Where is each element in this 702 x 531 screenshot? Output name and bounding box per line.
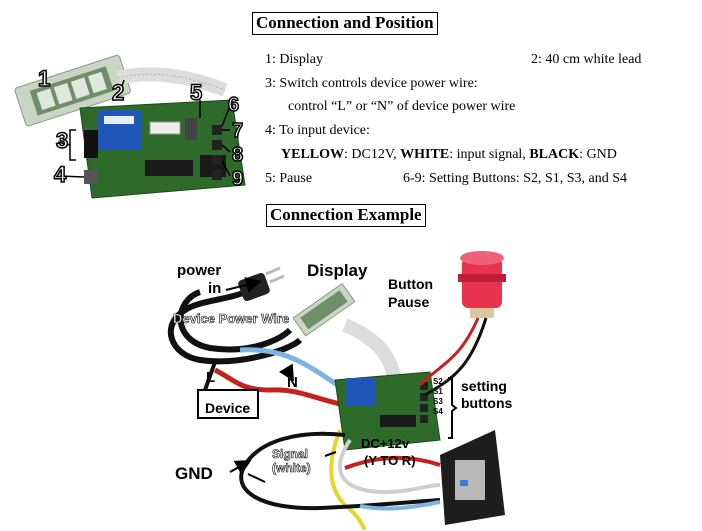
label-device-power-wire: Device Power Wire xyxy=(173,311,290,327)
legend-yellow: YELLOW xyxy=(281,147,345,162)
label-pause: Pause xyxy=(388,294,430,310)
label-signal: Signal xyxy=(272,447,309,462)
label-switch-s4: S4 xyxy=(433,407,443,416)
label-switch-s2: S2 xyxy=(433,377,443,386)
board-number-8: 8 xyxy=(231,143,244,167)
setting-button xyxy=(212,125,222,135)
label-gnd: GND xyxy=(175,464,213,483)
legend-white-value: : input signal, xyxy=(449,147,530,162)
board-number-5: 5 xyxy=(189,79,203,106)
wire-red-dc xyxy=(344,455,441,470)
display-module-small xyxy=(292,282,356,337)
label-device: Device xyxy=(205,400,251,416)
label-signal-white: (white) xyxy=(272,461,311,476)
relay-small xyxy=(345,378,375,406)
device-box xyxy=(197,389,259,419)
legend-item-4-line1: 4: To input device: xyxy=(265,123,370,138)
legend-item-1: 1: Display xyxy=(265,52,323,67)
wire-gnd xyxy=(239,431,441,511)
label-display: Display xyxy=(307,261,368,280)
label-N: N xyxy=(287,374,298,391)
legend-yellow-value: : DC12V, xyxy=(344,147,401,162)
label-L: L xyxy=(206,369,216,386)
legend-item-5: 5: Pause xyxy=(265,171,313,186)
legend-item-3-line2: control “L” or “N” of device power wire xyxy=(288,99,516,114)
wire-l xyxy=(213,367,361,411)
board-number-2: 2 xyxy=(111,79,125,106)
board-photo xyxy=(14,54,246,199)
board-number-9: 9 xyxy=(231,167,244,191)
legend-item-4-line2: YELLOW: DC12V, WHITE: input signal, BLAC… xyxy=(281,147,617,163)
legend-item-2: 2: 40 cm white lead xyxy=(531,52,642,67)
label-switch-s3: S3 xyxy=(433,397,443,406)
board-number-4: 4 xyxy=(53,161,67,188)
legend-black-value: : GND xyxy=(579,147,617,162)
label-power-in: in xyxy=(208,280,222,297)
title-connection-position: Connection and Position xyxy=(252,12,438,35)
legend-item-6-9: 6-9: Setting Buttons: S2, S1, S3, and S4 xyxy=(403,171,628,186)
board-number-7: 7 xyxy=(231,119,244,143)
label-power: power xyxy=(177,262,222,279)
label-switch-s1: S1 xyxy=(433,387,443,396)
label-y-to-r: (Y TO R) xyxy=(364,453,416,468)
board-number-1: 1 xyxy=(37,65,51,92)
ribbon-cable xyxy=(116,67,228,97)
switch xyxy=(84,130,98,158)
label-setting: setting xyxy=(461,378,507,394)
board-number-6: 6 xyxy=(227,93,240,117)
legend-white: WHITE xyxy=(400,147,450,162)
coin-acceptor xyxy=(440,430,505,525)
label-buttons: buttons xyxy=(461,395,513,411)
label-dc12v: DC+12v xyxy=(361,436,410,451)
pause-button xyxy=(458,251,506,318)
display-module xyxy=(14,54,131,127)
label-button: Button xyxy=(388,276,434,292)
legend-black: BLACK xyxy=(529,147,580,162)
connection-diagram xyxy=(167,251,506,530)
board-number-3: 3 xyxy=(55,127,69,154)
legend-item-3-line1: 3: Switch controls device power wire: xyxy=(265,76,478,91)
ic-chip xyxy=(145,160,193,176)
wire-signal xyxy=(338,438,441,495)
power-cord xyxy=(167,287,303,365)
title-connection-example: Connection Example xyxy=(266,204,426,227)
